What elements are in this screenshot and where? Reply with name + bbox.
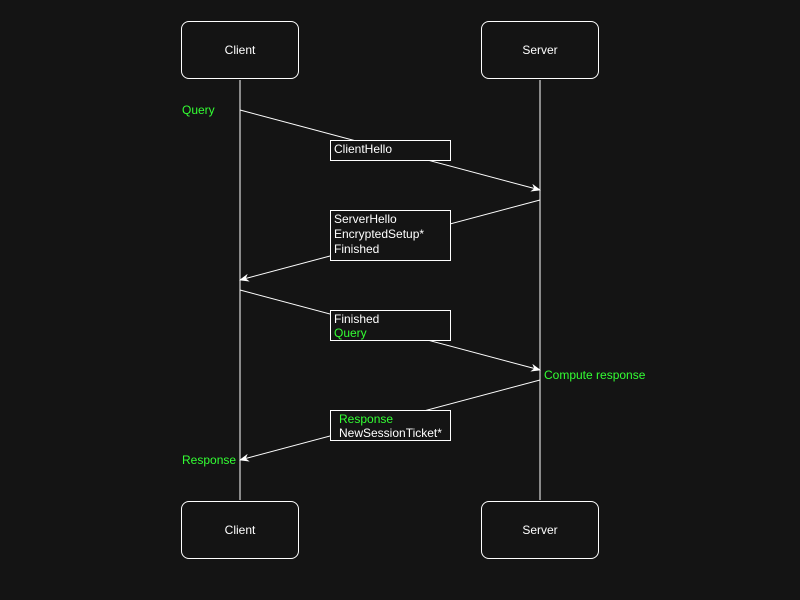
finished-query-message: Finished Query	[330, 310, 451, 341]
server-compute-note: Compute response	[544, 368, 646, 382]
server-hello-message: ServerHello EncryptedSetup* Finished	[330, 210, 451, 261]
server-actor-label: Server	[522, 43, 558, 57]
client-response-note: Response	[182, 453, 237, 467]
message-line-finished: Finished	[334, 312, 380, 326]
server-actor-label: Server	[522, 523, 558, 537]
message-line-encrypted-setup: EncryptedSetup*	[334, 227, 425, 241]
message-line-client-hello: ClientHello	[334, 142, 393, 156]
message-line-server-hello: ServerHello	[334, 212, 397, 226]
server-actor-top: Server	[481, 21, 599, 79]
message-line-finished: Finished	[334, 242, 380, 256]
message-line-query: Query	[334, 326, 367, 340]
client-actor-label: Client	[224, 523, 256, 537]
client-hello-message: ClientHello	[330, 140, 451, 161]
message-line-response: Response	[339, 412, 394, 426]
client-actor-label: Client	[224, 43, 256, 57]
message-line-new-session-ticket: NewSessionTicket*	[339, 426, 442, 440]
client-actor-bottom: Client	[181, 501, 299, 559]
client-actor-top: Client	[181, 21, 299, 79]
response-message: Response NewSessionTicket*	[330, 410, 451, 441]
server-actor-bottom: Server	[481, 501, 599, 559]
client-query-note: Query	[182, 103, 215, 117]
